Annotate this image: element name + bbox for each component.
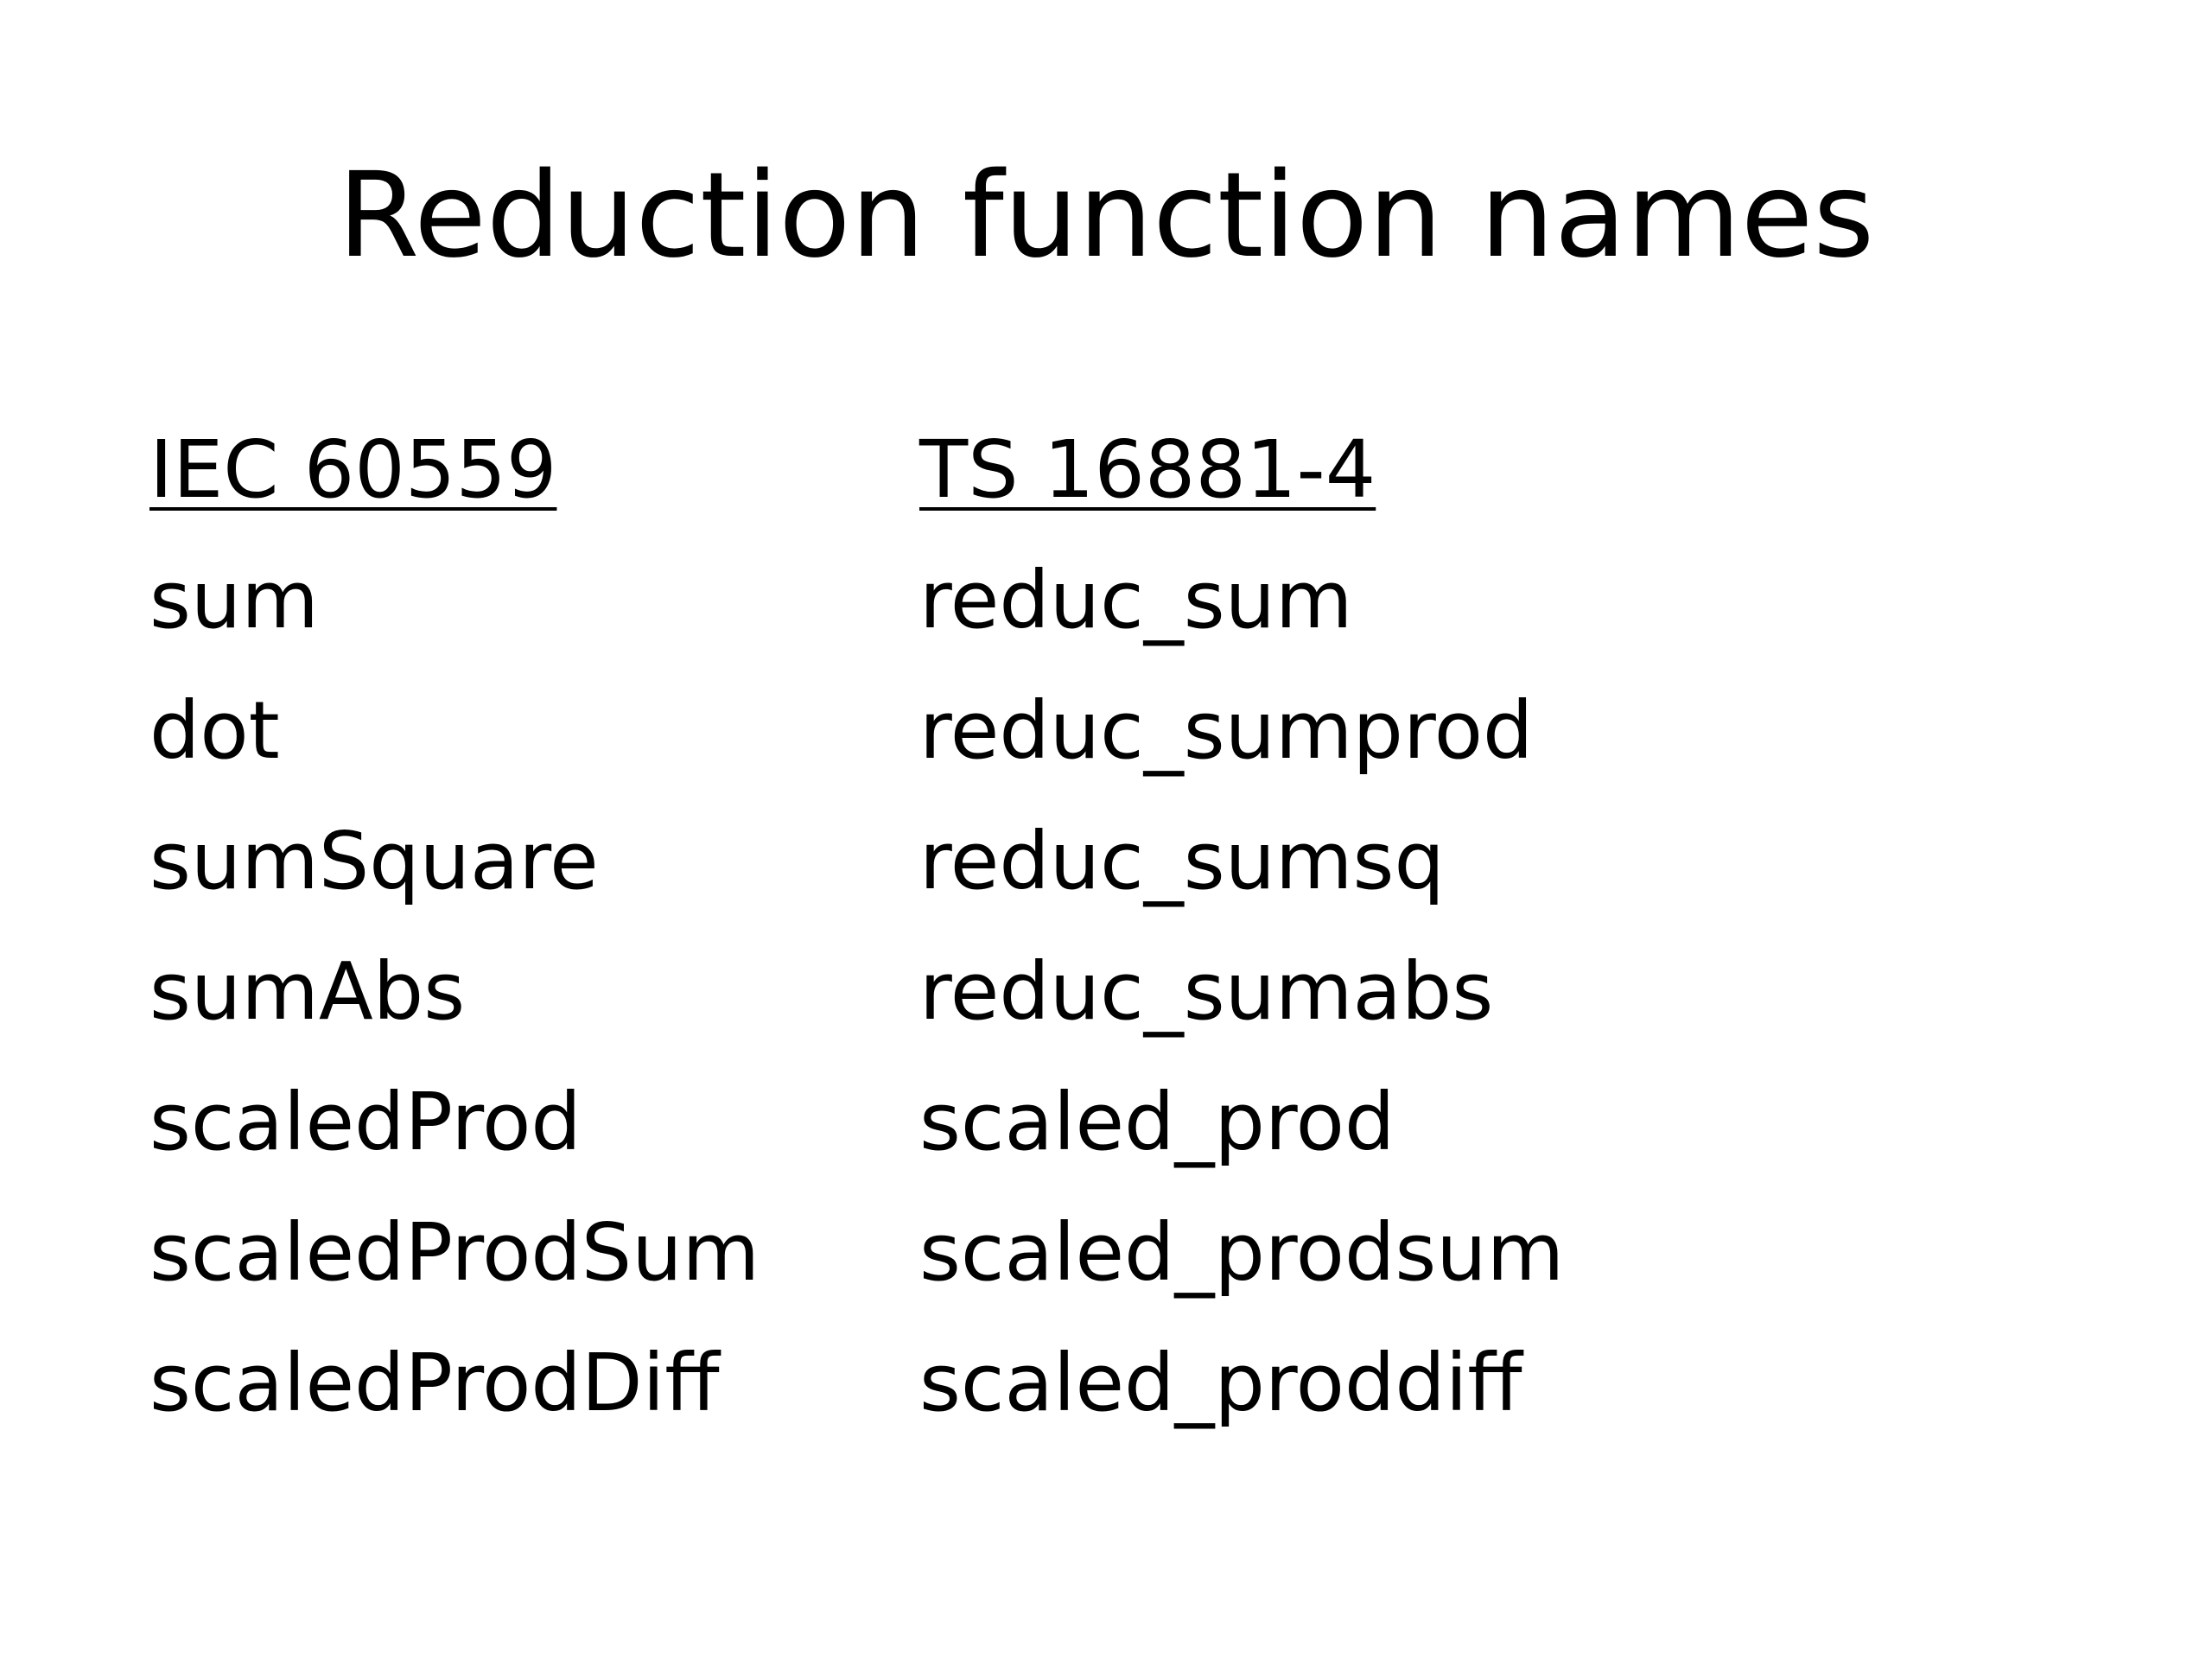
ts-16881-4-column: TS 16881-4 reduc_sum reduc_sumprod reduc… xyxy=(919,404,1564,1448)
ts-name-reduc-sumabs: reduc_sumabs xyxy=(919,945,1494,1038)
iec-name-sum: sum xyxy=(149,554,319,646)
iec-name-scaledprod: scaledProd xyxy=(149,1076,582,1168)
iec-60559-column: IEC 60559 sum dot sumSquare sumAbs scale… xyxy=(149,404,760,1448)
iec-name-sumabs: sumAbs xyxy=(149,945,466,1038)
iec-name-sumsquare: sumSquare xyxy=(149,815,599,907)
iec-name-scaledproddiff: scaledProdDiff xyxy=(149,1337,720,1429)
ts-name-reduc-sum: reduc_sum xyxy=(919,554,1353,646)
iec-name-scaledprodsum: scaledProdSum xyxy=(149,1206,760,1299)
slide-title: Reduction function names xyxy=(337,148,1875,284)
ts-name-scaled-proddiff: scaled_proddiff xyxy=(919,1337,1522,1429)
column-header-ts-16881-4: TS 16881-4 xyxy=(919,423,1376,516)
ts-name-reduc-sumprod: reduc_sumprod xyxy=(919,684,1534,777)
ts-name-reduc-sumsq: reduc_sumsq xyxy=(919,815,1445,907)
iec-name-dot: dot xyxy=(149,684,280,777)
ts-name-scaled-prodsum: scaled_prodsum xyxy=(919,1206,1565,1299)
column-header-iec-60559: IEC 60559 xyxy=(149,423,557,516)
ts-name-scaled-prod: scaled_prod xyxy=(919,1076,1395,1168)
